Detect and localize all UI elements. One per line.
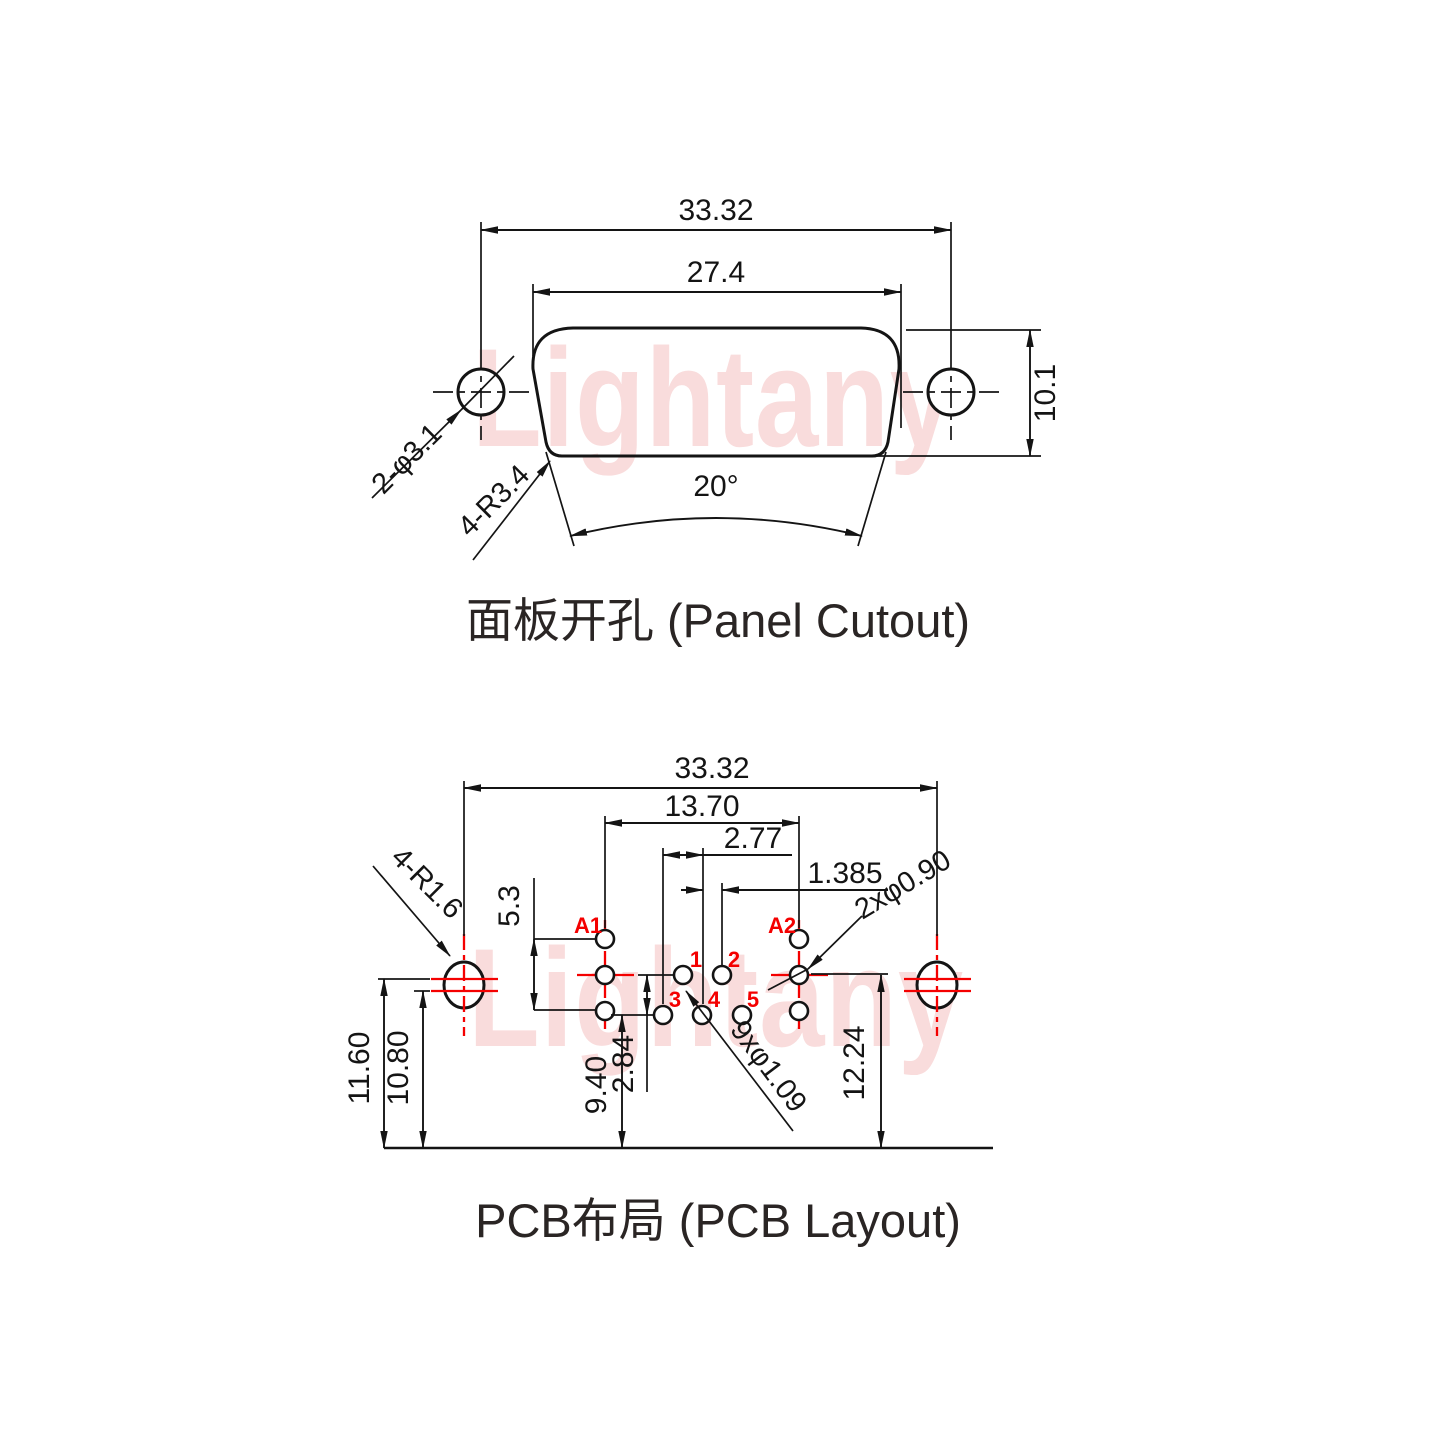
pcb-left-mount-hole	[431, 934, 498, 1036]
panel-dim-height: 10.1	[875, 329, 1062, 457]
pcb-signal-pins: 1 2 3 4 5	[652, 947, 759, 1026]
pcb-dim-row1-height-label: 9.40	[580, 1056, 613, 1114]
panel-dim-inner-width: 27.4	[532, 256, 902, 428]
pcb-dim-mount-span: 33.32	[463, 752, 938, 936]
pcb-dim-mount-bottom-label: 10.80	[382, 1030, 415, 1105]
panel-dim-outer-width-label: 33.32	[678, 194, 753, 227]
panel-cutout-title: 面板开孔 (Panel Cutout)	[466, 594, 970, 647]
pin-label-5: 5	[747, 987, 759, 1012]
pcb-dim-row1-height: 9.40	[580, 1014, 653, 1149]
pcb-a2-column: A2	[768, 913, 828, 1032]
pin-label-a2: A2	[768, 913, 796, 938]
pcb-dim-mount-span-label: 33.32	[674, 752, 749, 785]
pin-label-2: 2	[728, 947, 740, 972]
pcb-dim-coax-column-label: 5.3	[493, 885, 526, 927]
pcb-dim-mount-top-label: 11.60	[343, 1032, 376, 1105]
pcb-right-mount-hole	[904, 934, 971, 1036]
pin-label-3: 3	[669, 987, 681, 1012]
pin-label-a1: A1	[574, 913, 602, 938]
pcb-a1-column: A1	[574, 913, 634, 1032]
pcb-dim-mount-bottom: 10.80	[382, 990, 430, 1149]
panel-right-mount-hole	[903, 350, 999, 440]
pcb-dim-coax-column: 5.3	[493, 878, 595, 1011]
panel-dim-height-label: 10.1	[1029, 364, 1062, 422]
pcb-layout-drawing: A1 A2 1 2 3 4 5 33.3	[343, 752, 993, 1247]
pcb-dim-mount-top: 11.60	[343, 978, 430, 1149]
pcb-dim-pin-pitch: 2.77	[662, 822, 792, 1004]
pcb-dim-row-offset: 1.385	[681, 857, 888, 965]
panel-dim-outer-width: 33.32	[480, 194, 952, 350]
pcb-corner-radius-callout: 4-R1.6	[372, 841, 469, 957]
pcb-corner-radius-label: 4-R1.6	[385, 841, 469, 925]
pcb-dim-right-height: 12.24	[811, 973, 888, 1149]
pcb-layout-title: PCB布局 (PCB Layout)	[475, 1194, 961, 1247]
pcb-dim-coax-span: 13.70	[604, 790, 800, 928]
pcb-dim-coax-span-label: 13.70	[664, 790, 739, 823]
panel-left-mount-hole	[433, 350, 529, 440]
panel-side-holes-label: 2-φ3.1	[366, 418, 449, 501]
pin-label-4: 4	[708, 987, 721, 1012]
watermark-top: Lightany	[472, 319, 954, 476]
pin-label-1: 1	[690, 947, 702, 972]
pcb-dim-row-offset-label: 1.385	[807, 857, 882, 890]
dsub-cutout-outline	[531, 326, 901, 458]
pcb-dim-pin-pitch-label: 2.77	[724, 822, 782, 855]
panel-dim-inner-width-label: 27.4	[687, 256, 745, 289]
panel-dim-angle-label: 20°	[693, 470, 738, 503]
pcb-dim-right-height-label: 12.24	[838, 1025, 871, 1100]
panel-dim-angle: 20°	[545, 451, 887, 547]
